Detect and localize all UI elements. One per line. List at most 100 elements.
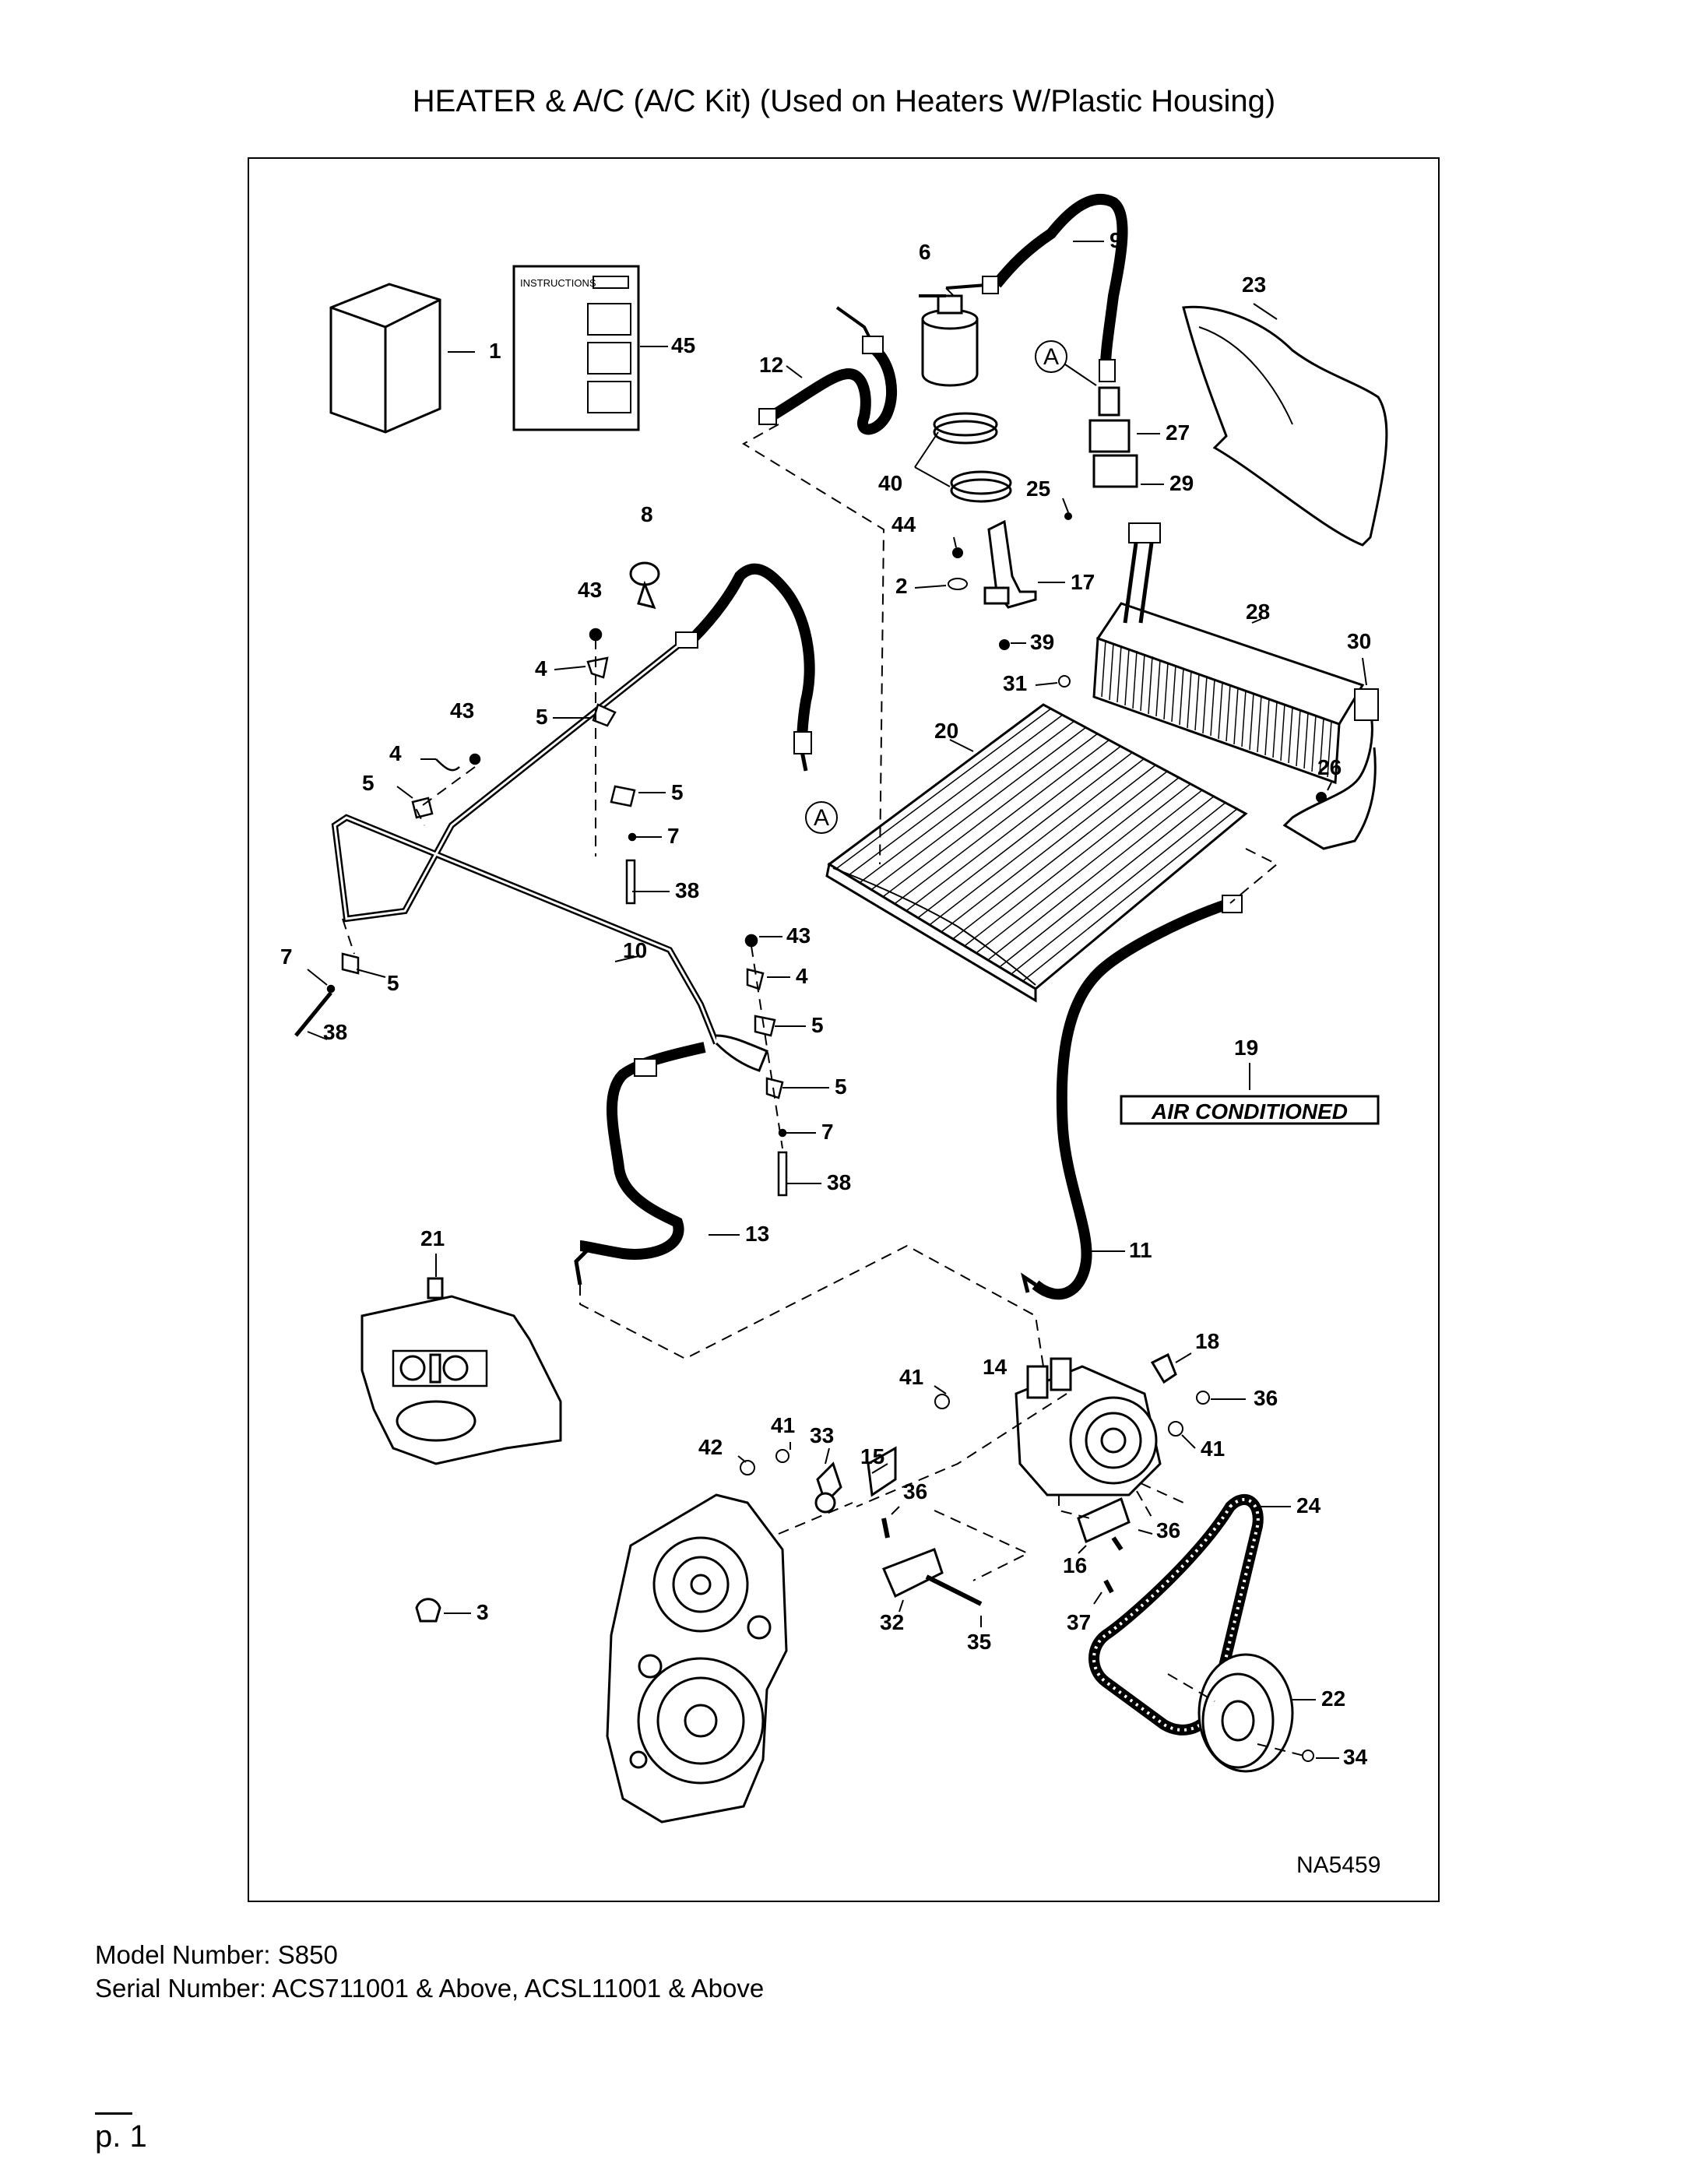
label-10: 10 — [623, 938, 647, 962]
label-23: 23 — [1242, 273, 1266, 297]
label-4a: 4 — [535, 656, 547, 681]
expansion-valve — [1088, 386, 1138, 488]
label-39: 39 — [1030, 630, 1054, 654]
label-19: 19 — [1234, 1036, 1258, 1060]
label-41b: 41 — [771, 1413, 795, 1437]
decal-19 — [1120, 1095, 1380, 1125]
label-36a: 36 — [1254, 1386, 1278, 1410]
label-43b: 43 — [450, 698, 474, 723]
hose-12 — [768, 346, 897, 435]
bracket-16 — [1077, 1496, 1131, 1544]
page-number: p. 1 — [95, 2119, 147, 2154]
label-9: 9 — [1110, 228, 1122, 252]
callout-a-mid — [805, 801, 838, 834]
label-26: 26 — [1317, 755, 1342, 779]
bracket-32 — [882, 1548, 944, 1598]
label-40: 40 — [878, 471, 902, 495]
label-38b: 38 — [323, 1020, 347, 1044]
label-7b: 7 — [280, 944, 293, 969]
label-30: 30 — [1347, 629, 1371, 653]
pulley-22 — [1197, 1653, 1294, 1773]
part-number-labels: 1 45 6 9 23 12 27 40 25 29 44 8 17 2 43 … — [280, 228, 1371, 1769]
label-5a: 5 — [536, 705, 548, 729]
label-41c: 41 — [1201, 1437, 1225, 1461]
thermostat-sensor — [1282, 700, 1377, 850]
clamps-group — [294, 628, 788, 1197]
label-43a: 43 — [578, 578, 602, 602]
label-38c: 38 — [827, 1170, 851, 1194]
label-36c: 36 — [1156, 1518, 1180, 1542]
callout-a-label: A — [1043, 344, 1059, 370]
callout-a-label-2: A — [814, 805, 829, 831]
label-25: 25 — [1026, 477, 1050, 501]
page-rule — [95, 2112, 132, 2115]
hose-11 — [1032, 898, 1233, 1300]
engine — [606, 1493, 788, 1824]
label-34: 34 — [1343, 1745, 1368, 1769]
label-15: 15 — [860, 1444, 884, 1468]
label-22: 22 — [1321, 1686, 1345, 1711]
hose-9 — [992, 194, 1128, 367]
label-17: 17 — [1071, 570, 1095, 594]
label-41a: 41 — [899, 1365, 923, 1389]
page-title: HEATER & A/C (A/C Kit) (Used on Heaters … — [412, 84, 1276, 118]
label-29: 29 — [1169, 471, 1194, 495]
label-38a: 38 — [675, 878, 699, 902]
label-43c: 43 — [786, 923, 811, 948]
label-21: 21 — [420, 1226, 445, 1250]
control-panel — [360, 1277, 562, 1465]
label-5b: 5 — [362, 771, 375, 795]
label-45: 45 — [671, 333, 695, 357]
serial-number: Serial Number: ACS711001 & Above, ACSL11… — [95, 1974, 765, 2003]
label-12: 12 — [759, 353, 783, 377]
label-3: 3 — [477, 1600, 489, 1624]
label-20: 20 — [934, 719, 958, 743]
label-37: 37 — [1067, 1610, 1091, 1634]
label-8: 8 — [641, 502, 653, 526]
hose-13 — [579, 1042, 706, 1260]
callout-a-top — [1035, 340, 1067, 373]
label-1: 1 — [489, 339, 501, 363]
box-part — [329, 283, 441, 434]
label-27: 27 — [1166, 420, 1190, 445]
label-32: 32 — [880, 1610, 904, 1634]
label-42: 42 — [698, 1435, 723, 1459]
label-31: 31 — [1003, 671, 1027, 695]
label-4c: 4 — [796, 964, 808, 988]
label-28: 28 — [1246, 600, 1270, 624]
label-44: 44 — [891, 512, 916, 536]
label-7a: 7 — [667, 824, 680, 848]
label-5d: 5 — [387, 971, 399, 995]
label-6: 6 — [919, 240, 931, 264]
label-36b: 36 — [903, 1479, 927, 1503]
decal-text: AIR CONDITIONED — [1151, 1099, 1348, 1124]
label-5c: 5 — [671, 780, 684, 804]
label-13: 13 — [745, 1222, 769, 1246]
label-5e: 5 — [811, 1013, 824, 1037]
leader-lines — [307, 241, 1367, 1759]
compressor — [1015, 1357, 1162, 1496]
clamps — [933, 412, 1012, 503]
bracket-17 — [983, 519, 1037, 609]
label-14: 14 — [983, 1355, 1008, 1379]
instructions-sheet — [512, 265, 640, 431]
dashed-connections — [342, 287, 1305, 1757]
hose-upper — [689, 563, 815, 752]
label-2: 2 — [895, 574, 908, 598]
label-24: 24 — [1296, 1493, 1321, 1518]
heater-shroud — [1182, 305, 1388, 547]
diagram-frame — [248, 157, 1440, 1902]
label-18: 18 — [1195, 1329, 1219, 1353]
receiver-drier — [921, 294, 979, 387]
model-number: Model Number: S850 — [95, 1940, 338, 1969]
label-4b: 4 — [389, 741, 402, 765]
instructions-label: INSTRUCTIONS — [520, 277, 596, 289]
label-16: 16 — [1063, 1553, 1087, 1577]
label-5f: 5 — [835, 1074, 847, 1099]
label-33: 33 — [810, 1423, 834, 1447]
label-11: 11 — [1129, 1238, 1152, 1262]
label-35: 35 — [967, 1630, 991, 1654]
label-7c: 7 — [821, 1120, 834, 1144]
evaporator — [1092, 602, 1365, 785]
